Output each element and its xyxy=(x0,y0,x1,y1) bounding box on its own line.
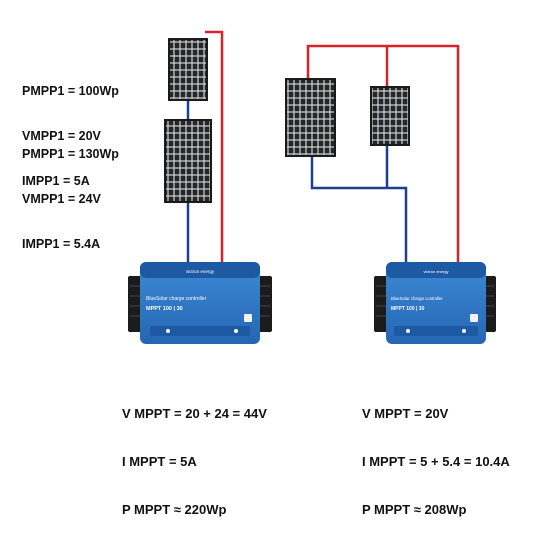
parallel-current: I MPPT = 5 + 5.4 = 10.4A xyxy=(362,454,510,469)
solar-panel-100wp xyxy=(168,38,208,101)
panel-2-specs: PMPP1 = 130Wp VMPP1 = 24V IMPP1 = 5.4A xyxy=(22,117,119,267)
controller-brand: victron energy xyxy=(186,269,215,274)
controller-title-2: BlueSolar charge controller xyxy=(391,296,443,301)
solar-panel-parallel-right xyxy=(370,86,410,146)
controller-brand-2: victron energy xyxy=(423,269,448,274)
positive-wire-parallel xyxy=(306,44,460,262)
panel-2-power: PMPP1 = 130Wp xyxy=(22,147,119,161)
charge-controller-series: victron energy BlueSolar charge controll… xyxy=(128,262,272,344)
controller-title: BlueSolar charge controller xyxy=(146,296,207,302)
charge-controller-parallel: victron energy BlueSolar charge controll… xyxy=(374,262,496,344)
controller-model: MPPT 100 | 30 xyxy=(146,306,183,312)
controller-model-2: MPPT 100 | 30 xyxy=(391,306,425,312)
wiring-diagram: victron energy BlueSolar charge controll… xyxy=(128,30,496,344)
panel-1-specs: PMPP1 = 100Wp VMPP1 = 20V IMPP1 = 5A xyxy=(22,54,119,204)
series-result: V MPPT = 20 + 24 = 44V I MPPT = 5A P MPP… xyxy=(122,374,267,534)
parallel-voltage: V MPPT = 20V xyxy=(362,406,449,421)
series-wiring xyxy=(186,30,224,262)
solar-panel-parallel-left xyxy=(285,78,336,157)
panel-2-current: IMPP1 = 5.4A xyxy=(22,237,101,251)
panel-1-current: IMPP1 = 5A xyxy=(22,174,90,188)
panel-2-voltage: VMPP1 = 24V xyxy=(22,192,101,206)
parallel-wiring xyxy=(306,44,460,262)
panel-1-voltage: VMPP1 = 20V xyxy=(22,129,101,143)
parallel-power: P MPPT ≈ 208Wp xyxy=(362,502,467,517)
parallel-result: V MPPT = 20V I MPPT = 5 + 5.4 = 10.4A P … xyxy=(362,374,510,534)
negative-wire-parallel xyxy=(310,157,408,262)
panel-1-power: PMPP1 = 100Wp xyxy=(22,84,119,98)
series-power: P MPPT ≈ 220Wp xyxy=(122,502,227,517)
solar-panel-130wp xyxy=(164,119,212,203)
series-voltage: V MPPT = 20 + 24 = 44V xyxy=(122,406,267,421)
series-current: I MPPT = 5A xyxy=(122,454,197,469)
positive-wire-series xyxy=(205,30,224,262)
